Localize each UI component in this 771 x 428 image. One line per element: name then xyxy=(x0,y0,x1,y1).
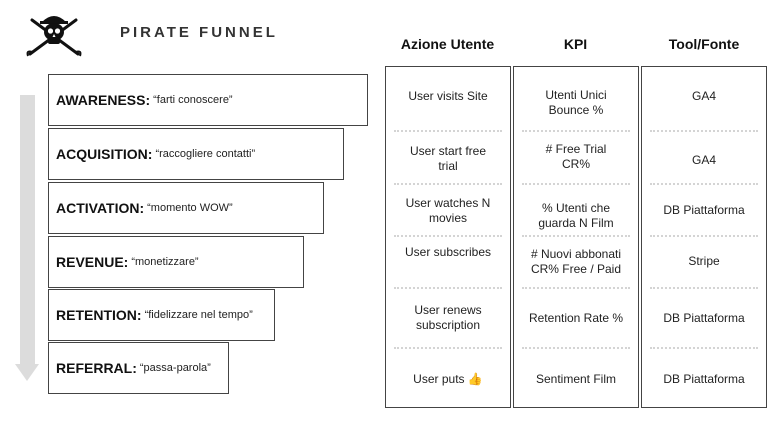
cell-azione: User visits Site xyxy=(408,89,488,103)
stage-name: RETENTION: xyxy=(56,307,142,323)
stage-acquisition: ACQUISITION: “raccogliere contatti” xyxy=(48,128,344,180)
row-separator xyxy=(394,130,502,132)
column-tool-fonte: GA4 GA4 DB Piattaforma Stripe DB Piattaf… xyxy=(641,66,767,408)
stage-description: “farti conoscere” xyxy=(153,94,233,106)
stage-description: “momento WOW” xyxy=(147,202,233,214)
column-header-azione: Azione Utente xyxy=(400,36,495,52)
cell-tool: DB Piattaforma xyxy=(663,202,745,217)
cell-tool: DB Piattaforma xyxy=(663,371,745,386)
brand-title: PIRATE FUNNEL xyxy=(120,24,278,41)
stage-retention: RETENTION: “fidelizzare nel tempo” xyxy=(48,289,275,341)
row-separator xyxy=(650,287,758,289)
stage-description: “fidelizzare nel tempo” xyxy=(144,309,253,321)
stage-description: “passa-parola” xyxy=(139,362,211,374)
row-separator xyxy=(522,347,630,349)
pirate-skull-crossed-swords-icon xyxy=(26,16,82,57)
row-separator xyxy=(522,183,630,185)
stage-name: ACQUISITION: xyxy=(56,146,153,162)
row-separator xyxy=(650,347,758,349)
cell-tool: DB Piattaforma xyxy=(663,310,745,325)
stage-description: “raccogliere contatti” xyxy=(155,148,256,160)
stage-name: AWARENESS: xyxy=(56,92,151,108)
cell-azione: User puts 👍 xyxy=(413,371,483,386)
stage-description: “monetizzare” xyxy=(131,256,199,268)
row-separator xyxy=(650,235,758,237)
thumbs-up-icon: 👍 xyxy=(467,371,483,386)
cell-tool: GA4 xyxy=(691,152,716,167)
row-separator xyxy=(394,347,502,349)
stage-name: ACTIVATION: xyxy=(56,200,145,216)
stage-revenue: REVENUE: “monetizzare” xyxy=(48,236,304,288)
stage-name: REFERRAL: xyxy=(56,360,137,376)
row-separator xyxy=(522,235,630,237)
cell-kpi: Retention Rate % xyxy=(528,310,624,325)
cell-tool: Stripe xyxy=(688,253,720,268)
row-separator xyxy=(650,130,758,132)
row-separator xyxy=(522,130,630,132)
row-separator xyxy=(394,183,502,185)
column-header-tool: Tool/Fonte xyxy=(668,36,740,52)
cell-tool: GA4 xyxy=(691,89,716,103)
stage-activation: ACTIVATION: “momento WOW” xyxy=(48,182,324,234)
row-separator xyxy=(522,287,630,289)
cell-kpi: Sentiment Film xyxy=(535,371,617,386)
down-arrow-icon xyxy=(15,364,39,381)
row-separator xyxy=(394,235,502,237)
stage-referral: REFERRAL: “passa-parola” xyxy=(48,342,229,394)
stage-awareness: AWARENESS: “farti conoscere” xyxy=(48,74,368,126)
row-separator xyxy=(394,287,502,289)
cell-azione: User subscribes xyxy=(404,245,492,259)
row-separator xyxy=(650,183,758,185)
column-header-kpi: KPI xyxy=(563,36,588,52)
funnel-arrow-shaft xyxy=(20,95,35,365)
stage-name: REVENUE: xyxy=(56,254,129,270)
